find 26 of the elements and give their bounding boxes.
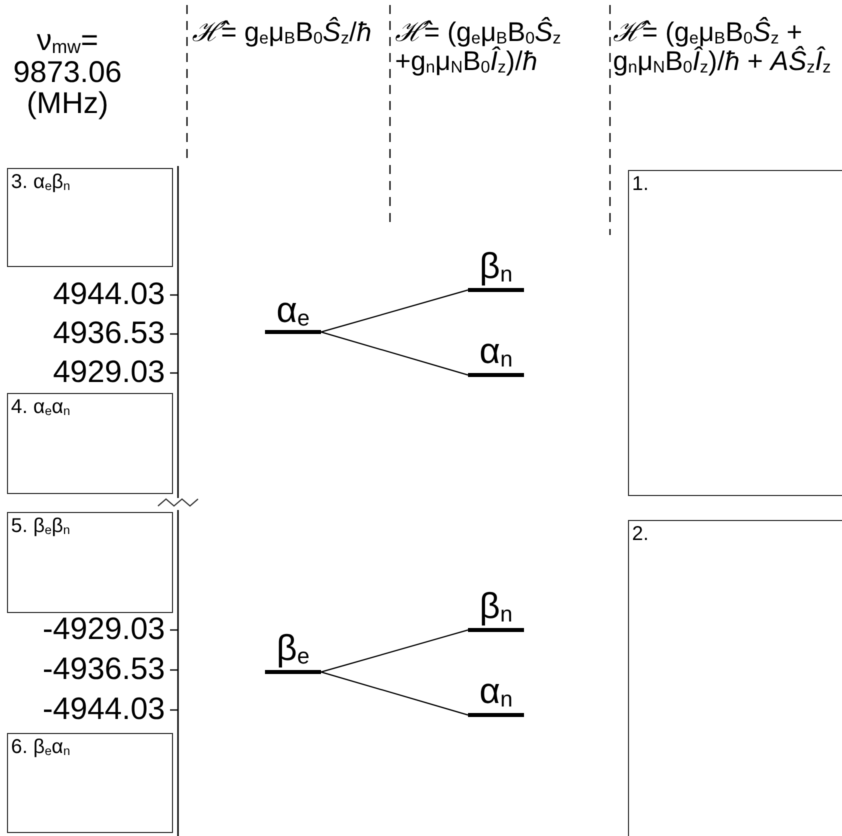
state-box: 2. [628, 520, 842, 836]
hamiltonian-formula: ℋ̂= (g$_{e}$μ$_{B}$B$_{0}$Ŝ$_{z}$ + g$_{n}$μ$_{N}$B$_{0}$Î$_{z}$)/ħ + AŜ$_{z}$Î$_{z}$ [613, 18, 832, 76]
tick-label: -4944.03 [42, 693, 165, 726]
energy-level: α$_{e}$ [265, 292, 321, 334]
connector-line [320, 671, 468, 716]
connector-line [320, 289, 468, 333]
energy-level: β$_{e}$ [265, 630, 321, 674]
hamiltonian-formula: ℋ̂= (g$_{e}$μ$_{B}$B$_{0}$Ŝ$_{z}$ +g$_{n}$μ$_{N}$B$_{0}$Î$_{z}$)/ħ [395, 18, 562, 76]
tick-label: -4936.53 [42, 653, 165, 686]
energy-level: α$_{n}$ [468, 673, 524, 717]
connector-line [320, 629, 468, 673]
state-box: 6. β$_{e}$α$_{n}$ [7, 733, 173, 833]
connector-line [320, 331, 468, 376]
state-box: 5. β$_{e}$β$_{n}$ [7, 512, 173, 613]
tick-label: 4936.53 [52, 317, 165, 350]
energy-level: β$_{n}$ [468, 588, 524, 632]
tick-label: -4929.03 [42, 613, 165, 646]
tick-label: 4929.03 [52, 356, 165, 389]
state-box: 3. α$_{e}$β$_{n}$ [7, 168, 173, 267]
energy-level: β$_{n}$ [468, 248, 524, 292]
hamiltonian-formula: ℋ̂= g$_{e}$μ$_{B}$B$_{0}$Ŝ$_{z}$/ħ [192, 18, 373, 48]
energy-level: α$_{n}$ [468, 333, 524, 377]
tick-label: 4944.03 [52, 278, 165, 311]
frequency-label: ν$_{mw}$= 9873.06 (MHz) [12, 25, 123, 120]
state-box: 1. [628, 170, 842, 496]
state-box: 4. α$_{e}$α$_{n}$ [7, 393, 173, 494]
